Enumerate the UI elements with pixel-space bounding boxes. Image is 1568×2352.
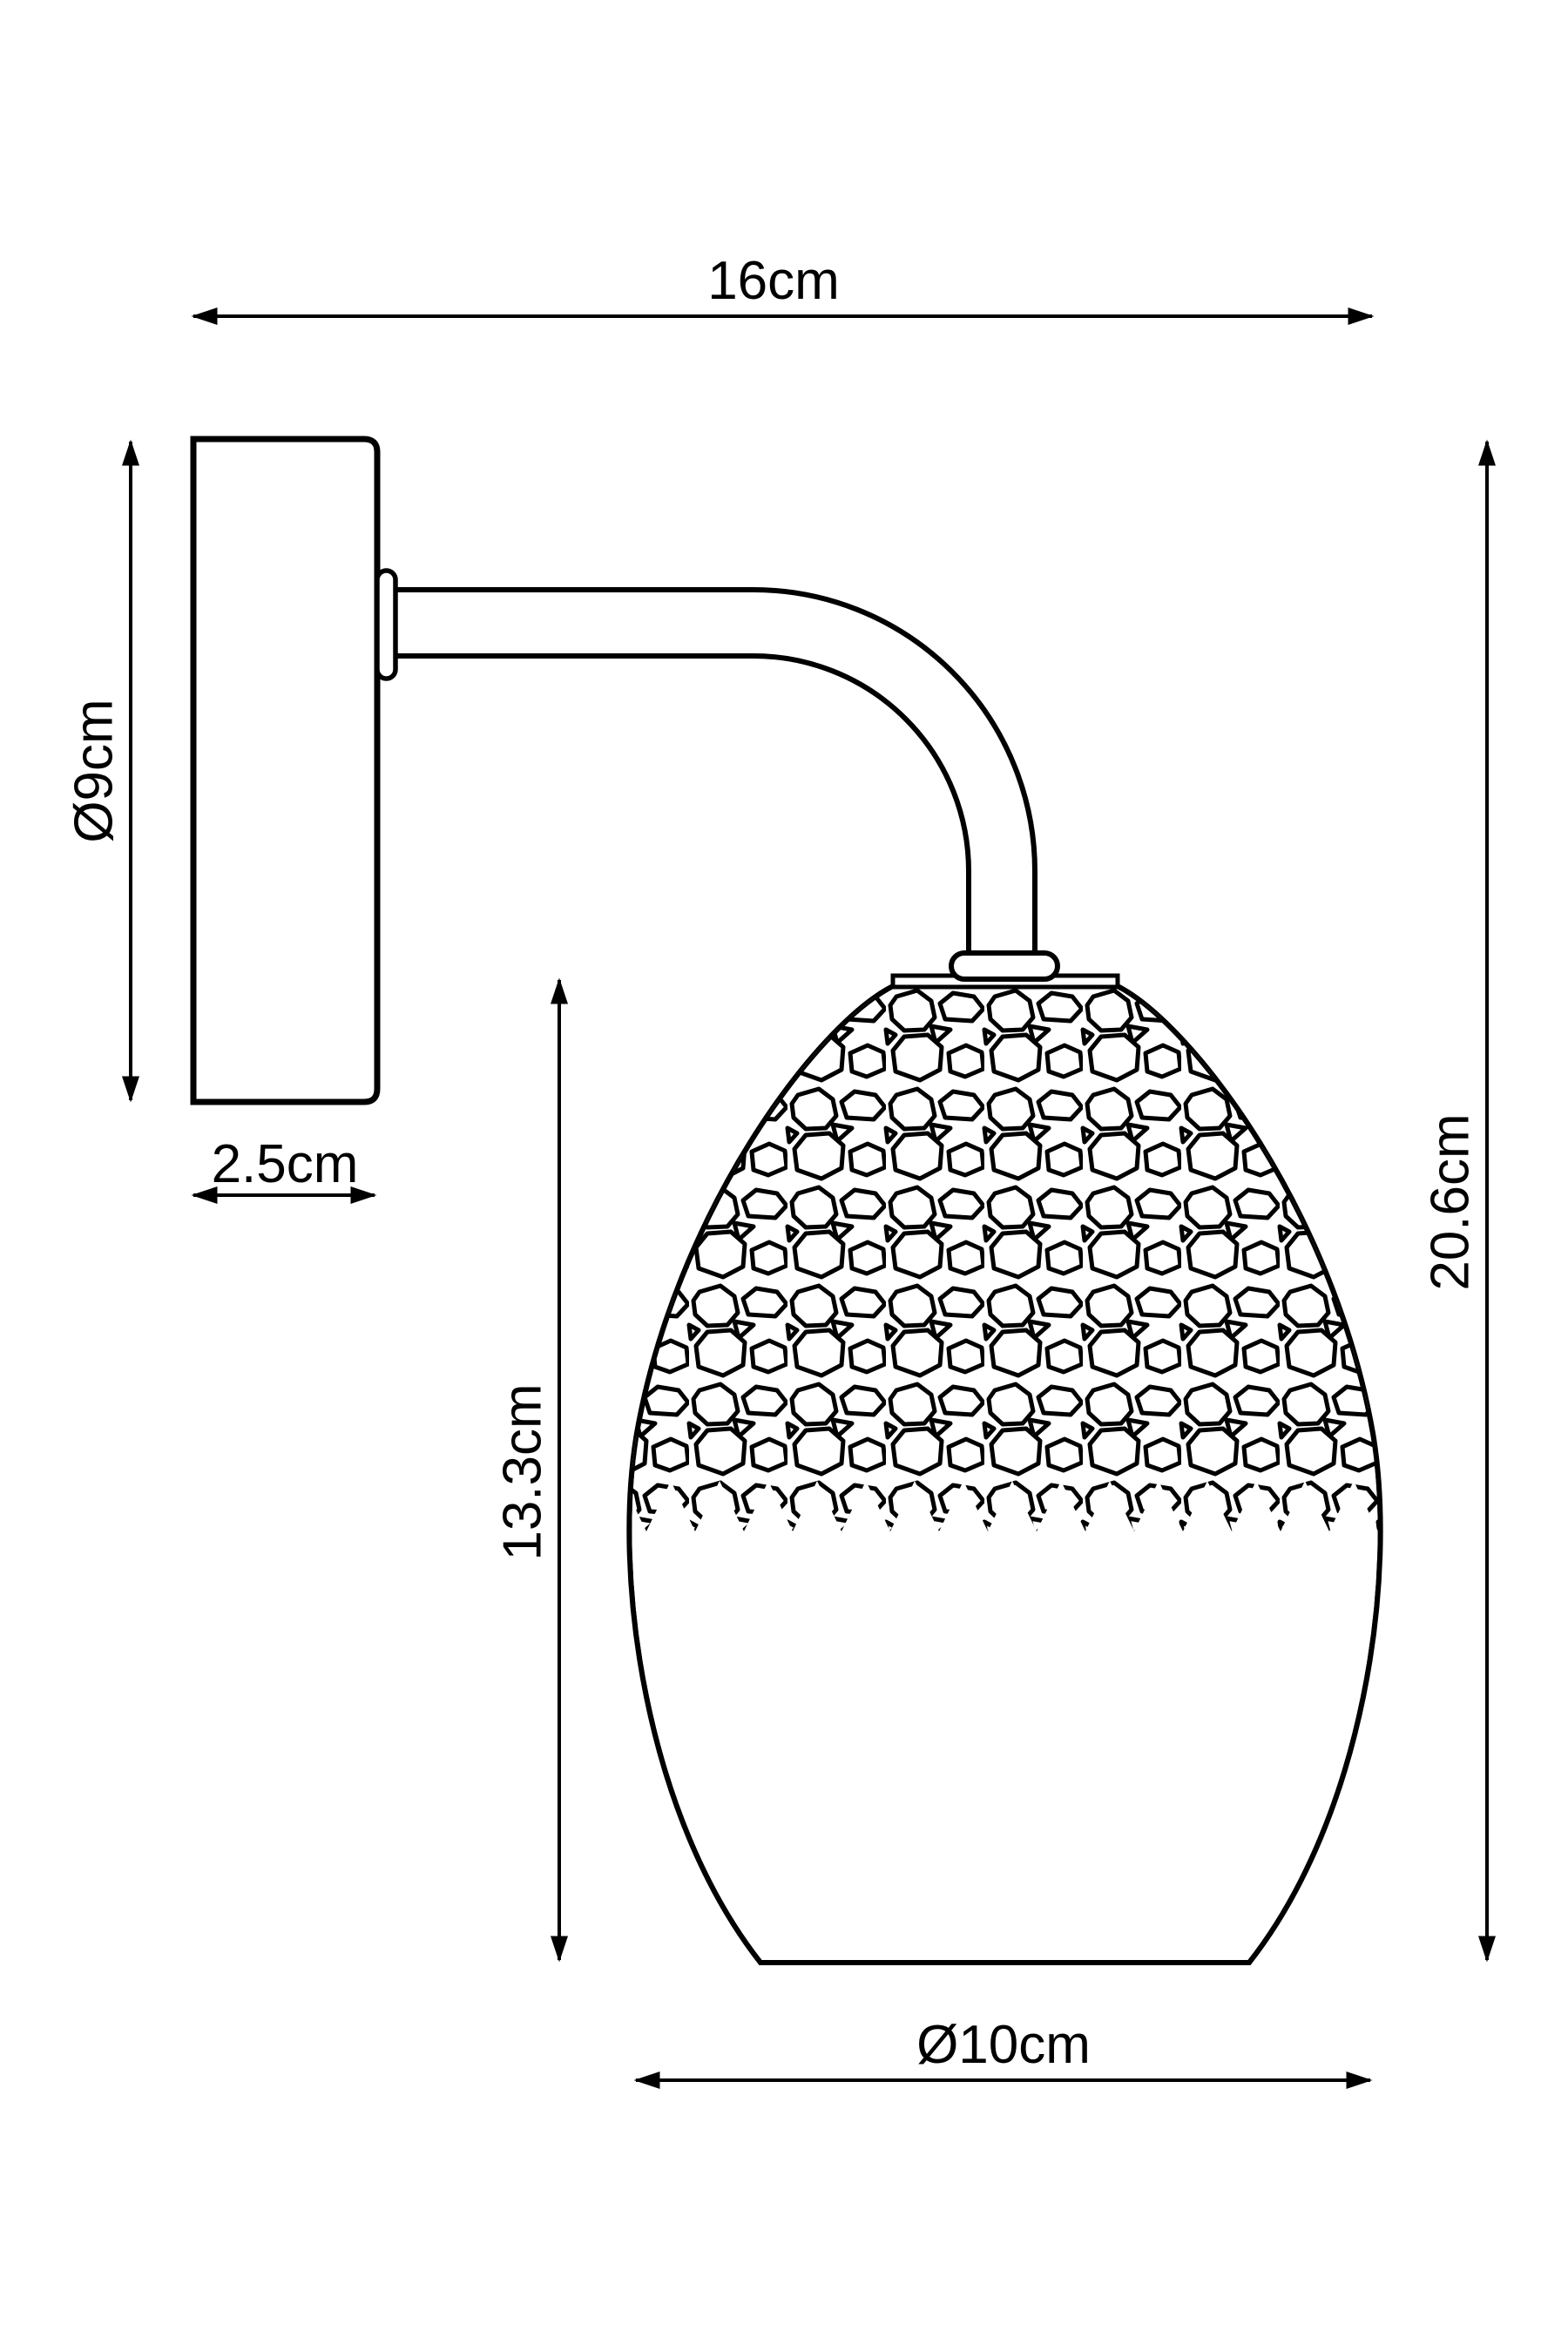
dim-label-shade-height: 13.3cm	[493, 1383, 553, 1560]
dim-shade-diameter: Ø10cm	[633, 2015, 1373, 2089]
dim-overall-width: 16cm	[191, 251, 1375, 325]
dim-label-backplate-depth: 2.5cm	[212, 1134, 359, 1194]
shade-texture-region	[629, 986, 1381, 1963]
shade-collar	[949, 950, 1060, 982]
dim-backplate-depth: 2.5cm	[191, 1134, 377, 1204]
lamp-arm	[391, 587, 1037, 961]
dim-overall-height: 20.6cm	[1421, 439, 1496, 1963]
dim-label-shade-diameter: Ø10cm	[916, 2015, 1091, 2075]
wall-backplate	[190, 436, 381, 1105]
mount-joint	[375, 568, 398, 681]
dim-label-backplate-diameter: Ø9cm	[64, 699, 125, 842]
dim-label-overall-height: 20.6cm	[1421, 1113, 1481, 1290]
dim-backplate-diameter: Ø9cm	[64, 439, 139, 1103]
dim-label-overall-width: 16cm	[707, 251, 840, 311]
dim-shade-height: 13.3cm	[493, 977, 568, 1963]
